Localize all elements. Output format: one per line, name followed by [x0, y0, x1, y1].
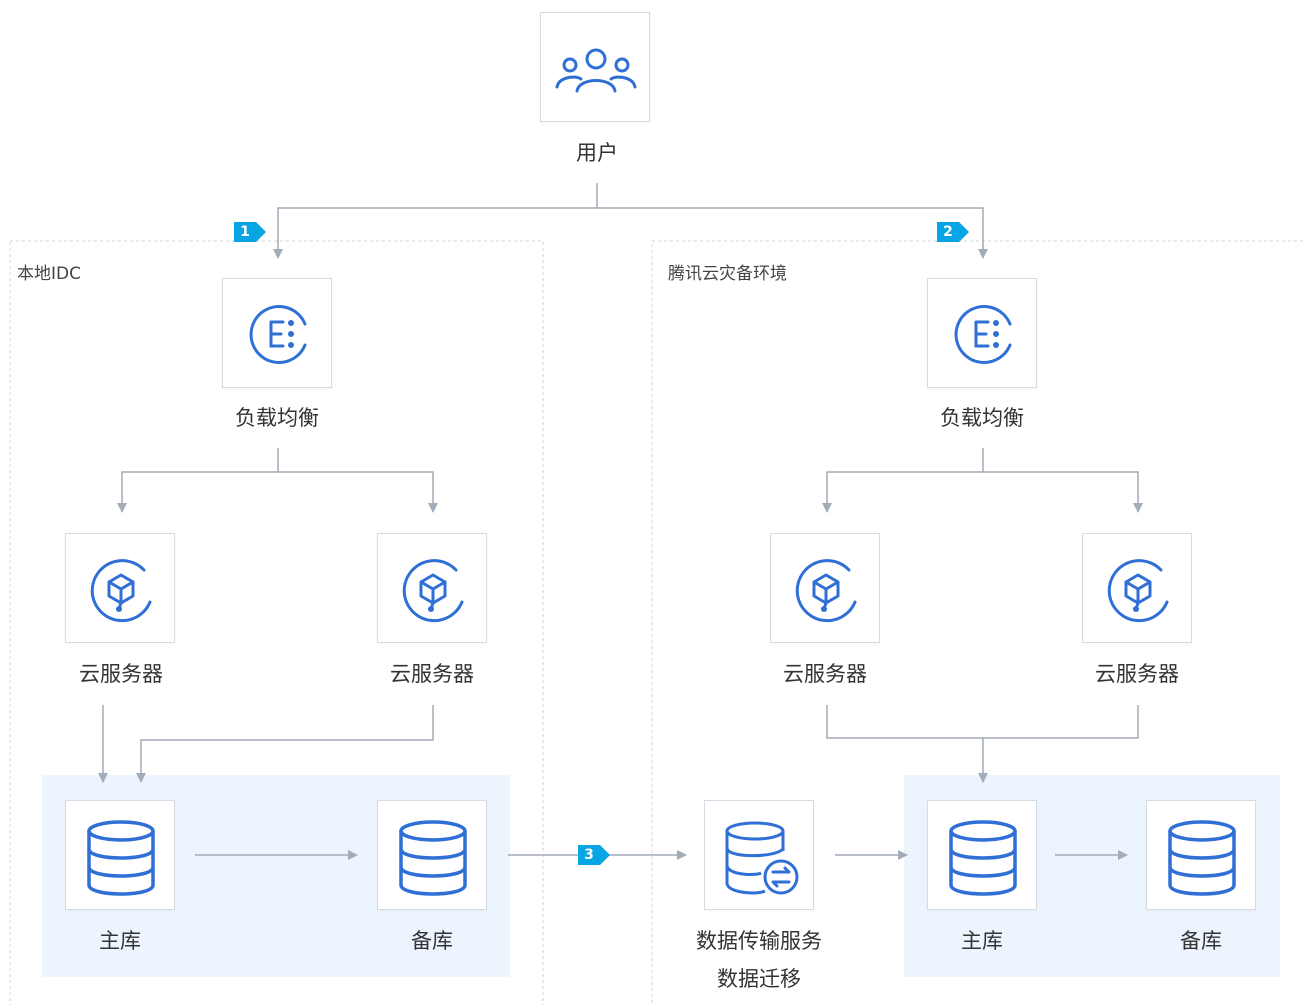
- cloud-cloud-server-left-label: 云服务器: [783, 662, 867, 686]
- cloud-server-icon: [402, 559, 464, 623]
- user-node[interactable]: [540, 12, 650, 122]
- idc-standby-db-node[interactable]: [377, 800, 487, 910]
- load-balancer-icon: [954, 305, 1012, 364]
- cloud-cloud-server-right-label: 云服务器: [1095, 662, 1179, 686]
- users-icon: [555, 48, 637, 93]
- cloud-standby-db-label: 备库: [1180, 929, 1222, 953]
- cloud-server-icon: [795, 559, 857, 623]
- cloud-cloud-server-right-node[interactable]: [1082, 533, 1192, 643]
- cloud-server-icon: [90, 559, 152, 623]
- database-icon: [399, 820, 467, 896]
- idc-cloud-server-right-label: 云服务器: [390, 662, 474, 686]
- load-balancer-icon: [249, 305, 307, 364]
- dts-label-line1: 数据传输服务: [696, 929, 822, 953]
- cloud-load-balancer-node[interactable]: [927, 278, 1037, 388]
- idc-load-balancer-label: 负载均衡: [235, 406, 319, 430]
- cloud-lb-to-left: [822, 471, 983, 513]
- cloud-primary-db-node[interactable]: [927, 800, 1037, 910]
- database-icon: [1168, 820, 1236, 896]
- idc-zone-border: [9, 240, 544, 1005]
- user-to-cloud-lb: [597, 207, 988, 259]
- idc-lb-to-left: [117, 471, 278, 513]
- cloud-load-balancer-label: 负载均衡: [940, 406, 1024, 430]
- cloud-zone-label: 腾讯云灾备环境: [668, 264, 787, 284]
- idc-cloud-server-left-label: 云服务器: [79, 662, 163, 686]
- cloud-standby-db-node[interactable]: [1146, 800, 1256, 910]
- cloud-server-icon: [1107, 559, 1169, 623]
- database-icon: [87, 820, 155, 896]
- user-to-idc-lb: [273, 207, 597, 259]
- idc-lb-to-right: [278, 471, 438, 513]
- idc-primary-db-node[interactable]: [65, 800, 175, 910]
- idc-cvm-right-to-db: [136, 705, 434, 783]
- data-transfer-icon: [725, 821, 799, 895]
- user-label: 用户: [576, 141, 618, 165]
- dts-node[interactable]: [704, 800, 814, 910]
- idc-cloud-server-left-node[interactable]: [65, 533, 175, 643]
- cloud-cloud-server-left-node[interactable]: [770, 533, 880, 643]
- dts-label-line2: 数据迁移: [717, 967, 801, 991]
- cloud-zone-border: [651, 240, 1303, 1005]
- cloud-primary-db-label: 主库: [961, 929, 1003, 953]
- idc-primary-db-label: 主库: [99, 929, 141, 953]
- idc-standby-db-label: 备库: [411, 929, 453, 953]
- idc-zone-label: 本地IDC: [17, 264, 81, 284]
- database-icon: [949, 820, 1017, 896]
- idc-cloud-server-right-node[interactable]: [377, 533, 487, 643]
- cloud-lb-to-right: [983, 471, 1143, 513]
- cloud-cvm-merge: [826, 705, 1139, 739]
- idc-load-balancer-node[interactable]: [222, 278, 332, 388]
